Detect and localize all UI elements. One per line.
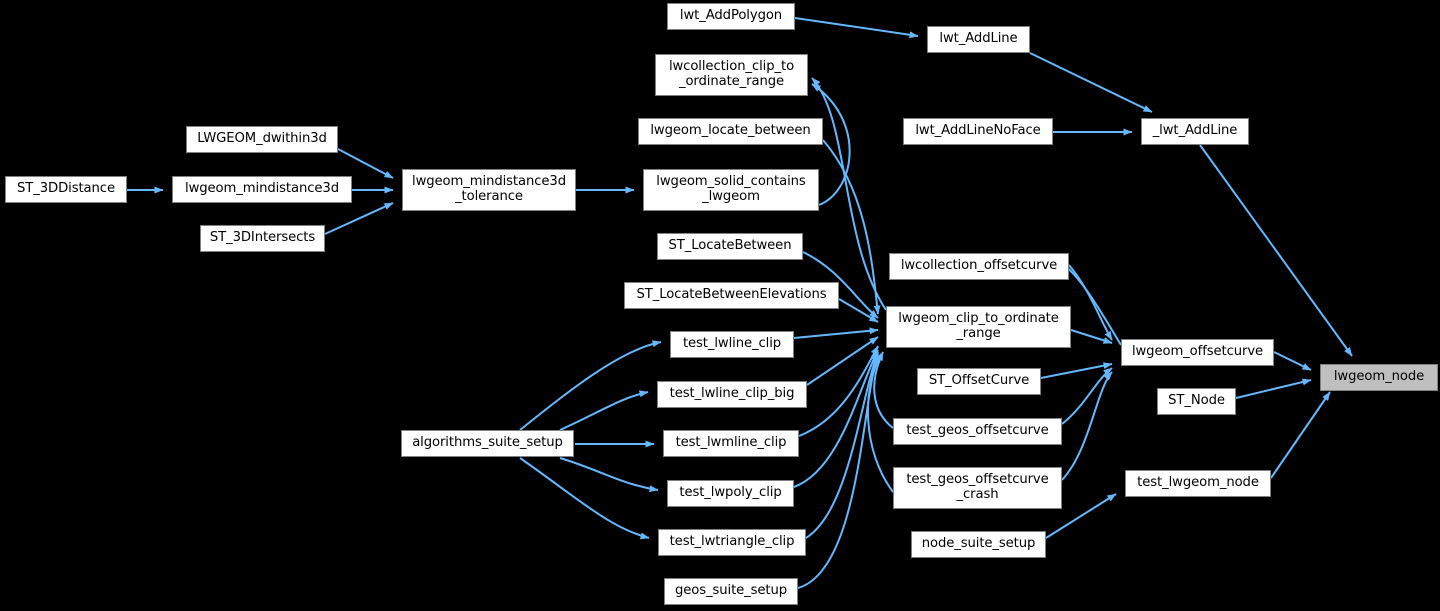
call-edge: [793, 327, 879, 339]
graph-node-node_suite_setup[interactable]: node_suite_setup: [911, 531, 1046, 558]
graph-node-label: ST_LocateBetween: [668, 238, 792, 254]
call-edge: [1061, 367, 1113, 425]
graph-node-st_node[interactable]: ST_Node: [1157, 388, 1236, 415]
call-edge: [1029, 52, 1153, 113]
call-edge: [1061, 371, 1113, 481]
graph-node-lwt_addline[interactable]: lwt_AddLine: [927, 26, 1030, 53]
graph-node-label: ST_LocateBetweenElevations: [636, 287, 827, 303]
call-edge: [811, 83, 851, 206]
graph-node-test_lwline_clip[interactable]: test_lwline_clip: [670, 331, 794, 358]
graph-node-label: lwgeom_mindistance3d _tolerance: [412, 174, 566, 204]
graph-node-lwgeom_solid_contains[interactable]: lwgeom_solid_contains _lwgeom: [643, 169, 819, 211]
call-edge: [822, 139, 881, 315]
graph-node-label: lwt_AddPolygon: [679, 8, 783, 24]
call-edge: [806, 336, 879, 386]
graph-node-label: lwcollection_offsetcurve: [900, 258, 1058, 274]
graph-node-algorithms_suite_setup[interactable]: algorithms_suite_setup: [401, 430, 574, 457]
call-edge: [1270, 391, 1331, 479]
graph-node-label: ST_3DIntersects: [209, 230, 316, 246]
graph-node-label: test_geos_offsetcurve _crash: [906, 472, 1049, 502]
graph-node-lwgeom_node[interactable]: lwgeom_node: [1320, 364, 1438, 391]
graph-node-lwgeom_mindistance3d_tol[interactable]: lwgeom_mindistance3d _tolerance: [402, 169, 576, 211]
graph-node-label: LWGEOM_dwithin3d: [197, 131, 327, 147]
graph-node-label: lwgeom_offsetcurve: [1131, 344, 1264, 360]
graph-node-label: lwgeom_mindistance3d: [185, 181, 339, 197]
call-edge: [519, 340, 662, 431]
call-edge: [324, 202, 394, 235]
call-edge: [1045, 493, 1117, 539]
graph-node-label: test_lwgeom_node: [1137, 475, 1259, 491]
call-edge: [559, 390, 649, 431]
graph-node-label: node_suite_setup: [921, 536, 1036, 552]
call-edge: [794, 17, 919, 39]
graph-node-lwt_addlinenoface[interactable]: lwt_AddLineNoFace: [903, 118, 1053, 145]
graph-node-label: lwgeom_solid_contains _lwgeom: [656, 174, 806, 204]
call-edge: [1068, 264, 1113, 341]
graph-node-lwcollection_offsetcurve[interactable]: lwcollection_offsetcurve: [889, 253, 1069, 280]
graph-node-label: test_lwmline_clip: [675, 435, 787, 451]
graph-node-test_geos_offsetcurve[interactable]: test_geos_offsetcurve: [893, 418, 1062, 445]
call-edge: [519, 457, 650, 540]
graph-node-st_3ddistance[interactable]: ST_3DDistance: [5, 176, 127, 203]
graph-node-label: test_lwline_clip_big: [669, 386, 795, 402]
graph-node-st_locatebetweenelev[interactable]: ST_LocateBetweenElevations: [624, 282, 839, 309]
call-edge: [1040, 362, 1113, 379]
call-edge: [793, 349, 879, 488]
graph-node-lwgeom_offsetcurve[interactable]: lwgeom_offsetcurve: [1121, 339, 1274, 366]
call-edge: [811, 77, 887, 311]
graph-node-test_lwgeom_node[interactable]: test_lwgeom_node: [1125, 470, 1271, 497]
graph-node-label: lwgeom_locate_between: [650, 123, 811, 139]
graph-node-label: test_lwpoly_clip: [679, 485, 782, 501]
graph-node-st_3dintersects[interactable]: ST_3DIntersects: [200, 225, 325, 252]
graph-node-lwgeom_dwithin3d[interactable]: LWGEOM_dwithin3d: [186, 126, 338, 153]
graph-node-geos_suite_setup[interactable]: geos_suite_setup: [664, 578, 798, 605]
graph-node-_lwt_addline[interactable]: _lwt_AddLine: [1141, 118, 1249, 145]
call-edge: [1235, 378, 1312, 399]
call-edge: [1273, 351, 1312, 371]
graph-node-label: ST_OffsetCurve: [928, 373, 1030, 389]
call-edge: [337, 148, 394, 179]
call-edge: [1199, 144, 1353, 357]
graph-node-label: algorithms_suite_setup: [412, 435, 563, 451]
call-edge: [838, 298, 879, 323]
call-edge: [797, 353, 879, 589]
call-edge: [805, 351, 879, 539]
call-edge: [559, 457, 659, 493]
graph-node-lwgeom_clip_to_ordinate[interactable]: lwgeom_clip_to_ordinate _range: [886, 306, 1071, 348]
graph-node-st_locatebetween[interactable]: ST_LocateBetween: [657, 233, 803, 260]
graph-node-label: test_geos_offsetcurve: [906, 423, 1049, 439]
graph-node-lwcollection_clip[interactable]: lwcollection_clip_to _ordinate_range: [655, 54, 808, 96]
graph-node-label: lwcollection_clip_to _ordinate_range: [668, 59, 795, 89]
graph-node-label: _lwt_AddLine: [1152, 123, 1238, 139]
graph-node-label: test_lwtriangle_clip: [669, 534, 795, 550]
graph-node-label: lwgeom_node: [1333, 369, 1425, 385]
graph-node-test_lwline_clip_big[interactable]: test_lwline_clip_big: [657, 381, 807, 408]
graph-node-test_geos_offsetcurve_cr[interactable]: test_geos_offsetcurve _crash: [893, 467, 1062, 509]
graph-node-lwt_addpolygon[interactable]: lwt_AddPolygon: [667, 3, 795, 30]
call-edge: [802, 251, 879, 319]
call-edge: [1070, 329, 1113, 344]
graph-node-label: ST_Node: [1168, 393, 1225, 409]
graph-node-label: lwt_AddLineNoFace: [915, 123, 1041, 139]
graph-node-lwgeom_mindistance3d[interactable]: lwgeom_mindistance3d: [172, 176, 352, 203]
graph-node-label: lwt_AddLine: [939, 31, 1018, 47]
graph-node-label: geos_suite_setup: [674, 583, 788, 599]
graph-node-test_lwpoly_clip[interactable]: test_lwpoly_clip: [667, 480, 794, 507]
graph-node-lwgeom_locate_between[interactable]: lwgeom_locate_between: [638, 118, 823, 145]
graph-node-label: ST_3DDistance: [17, 181, 115, 197]
graph-node-st_offsetcurve[interactable]: ST_OffsetCurve: [917, 368, 1041, 395]
edge-paths: [127, 17, 1353, 589]
graph-node-label: test_lwline_clip: [682, 336, 782, 352]
graph-node-test_lwtriangle_clip[interactable]: test_lwtriangle_clip: [658, 529, 806, 556]
graph-node-test_lwmline_clip[interactable]: test_lwmline_clip: [663, 430, 799, 457]
graph-node-label: lwgeom_clip_to_ordinate _range: [898, 311, 1059, 341]
call-edge: [867, 353, 894, 493]
